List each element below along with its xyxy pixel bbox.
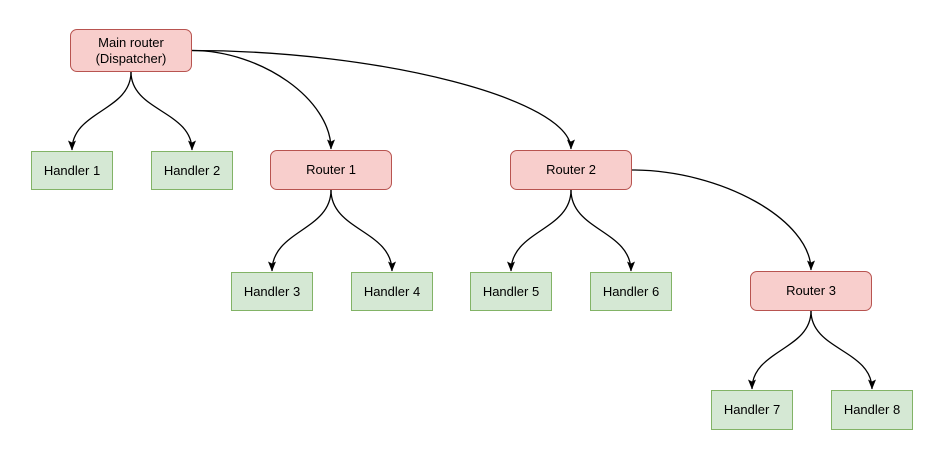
edge-router-3-to-handler-8	[810, 310, 876, 390]
node-label: Handler 4	[363, 283, 421, 299]
node-router-1[interactable]: Router 1	[270, 150, 392, 190]
node-label: Handler 2	[163, 162, 221, 178]
edge-router-1-to-handler-3	[268, 189, 332, 272]
edge-main-router-to-handler-2	[130, 71, 196, 151]
node-handler-3[interactable]: Handler 3	[231, 272, 313, 311]
node-handler-1[interactable]: Handler 1	[31, 151, 113, 190]
node-handler-7[interactable]: Handler 7	[711, 390, 793, 430]
node-router-2[interactable]: Router 2	[510, 150, 632, 190]
edge-router-2-to-handler-6	[570, 189, 635, 272]
edge-router-2-to-router-3	[631, 169, 815, 271]
edge-main-router-to-router-2	[191, 49, 575, 150]
node-label: Handler 5	[482, 283, 540, 299]
node-label: Handler 7	[723, 402, 781, 417]
edge-main-router-to-router-1	[191, 49, 335, 150]
edge-router-3-to-handler-7	[748, 310, 812, 390]
node-handler-8[interactable]: Handler 8	[831, 390, 913, 430]
node-label: Router 1	[306, 162, 356, 177]
node-label: Handler 6	[602, 283, 660, 299]
node-label: Handler 1	[43, 162, 101, 178]
node-handler-4[interactable]: Handler 4	[351, 272, 433, 311]
edge-router-1-to-handler-4	[330, 189, 396, 272]
node-label: Router 3	[786, 283, 836, 298]
node-handler-2[interactable]: Handler 2	[151, 151, 233, 190]
node-label: Handler 3	[243, 283, 301, 299]
node-label: Main router (Dispatcher)	[95, 34, 167, 66]
node-main-router[interactable]: Main router (Dispatcher)	[70, 29, 192, 72]
edge-router-2-to-handler-5	[507, 189, 572, 272]
node-label: Handler 8	[843, 402, 901, 417]
node-handler-5[interactable]: Handler 5	[470, 272, 552, 311]
node-router-3[interactable]: Router 3	[750, 271, 872, 311]
node-label: Router 2	[546, 162, 596, 177]
node-handler-6[interactable]: Handler 6	[590, 272, 672, 311]
edge-main-router-to-handler-1	[68, 71, 132, 151]
